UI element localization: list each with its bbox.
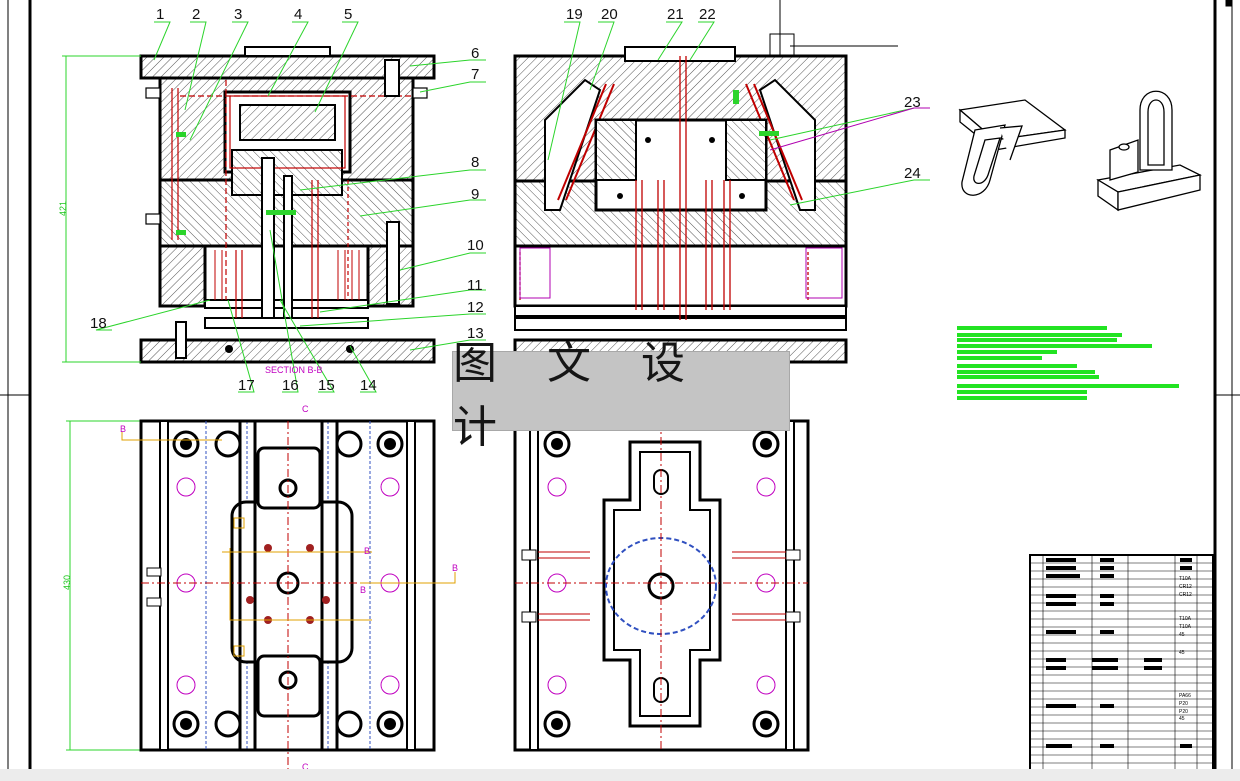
bottom-strip — [0, 769, 1240, 781]
bom-material-code: PA66 — [1179, 693, 1191, 699]
part-label: 16 — [282, 377, 299, 394]
part-label: 23 — [904, 94, 921, 111]
part-label: 2 — [192, 6, 200, 23]
part-label: 10 — [467, 237, 484, 254]
part-label: 22 — [699, 6, 716, 23]
bom-material-code: CR12 — [1179, 592, 1192, 598]
bom-material-code: T10A — [1179, 616, 1192, 622]
bom-material-code: 45 — [1179, 650, 1185, 656]
svg-text:B: B — [364, 546, 370, 556]
dimension-height: 421 — [58, 201, 68, 216]
part-label: 5 — [344, 6, 352, 23]
part-labels: 1 2 3 4 5 6 7 8 9 10 11 12 13 14 15 16 1… — [90, 6, 921, 394]
part-label: 14 — [360, 377, 377, 394]
bom-material-code: 45 — [1179, 716, 1185, 722]
part-label: 6 — [471, 45, 479, 62]
part-label: 7 — [471, 66, 479, 83]
leader-lines — [95, 21, 930, 393]
section-marks: B B B B C C — [120, 404, 458, 772]
dimension-lines — [62, 55, 141, 751]
part-label: 24 — [904, 165, 921, 182]
part-3d-left — [958, 99, 1067, 196]
svg-text:B: B — [452, 563, 458, 573]
bom-material-code: T10A — [1179, 624, 1192, 630]
part-label: 11 — [467, 277, 483, 294]
svg-text:B: B — [360, 585, 366, 595]
svg-text:C: C — [302, 404, 309, 414]
section-view-right — [513, 46, 848, 364]
bom-material-code: CR12 — [1179, 584, 1192, 590]
technical-notes — [957, 326, 1179, 400]
bom-material-code: T10A — [1179, 576, 1192, 582]
part-label: 13 — [467, 325, 484, 342]
part-label: 4 — [294, 6, 302, 23]
part-label: 12 — [467, 299, 484, 316]
part-3d-right — [1096, 90, 1202, 212]
bom-material-code: P20 — [1179, 701, 1188, 707]
part-label: 20 — [601, 6, 618, 23]
plan-view-left — [121, 419, 456, 770]
bom-material-code: 45 — [1179, 632, 1185, 638]
section-view-left — [139, 46, 436, 364]
dimension-height-plan: 430 — [62, 575, 72, 590]
watermark: 图 文 设 计 — [452, 338, 790, 453]
bom-material-code: P20 — [1179, 709, 1188, 715]
part-label: 21 — [667, 6, 684, 23]
svg-text:B: B — [120, 424, 126, 434]
part-label: 8 — [471, 154, 479, 171]
section-label: SECTION B-B — [265, 365, 323, 375]
plan-view-right — [513, 419, 810, 752]
part-label: 15 — [318, 377, 335, 394]
part-label: 9 — [471, 186, 479, 203]
part-label: 3 — [234, 6, 242, 23]
part-label: 19 — [566, 6, 583, 23]
part-label: 17 — [238, 377, 255, 394]
part-label: 1 — [156, 6, 164, 23]
svg-text:C: C — [302, 762, 309, 772]
part-label: 18 — [90, 315, 107, 332]
